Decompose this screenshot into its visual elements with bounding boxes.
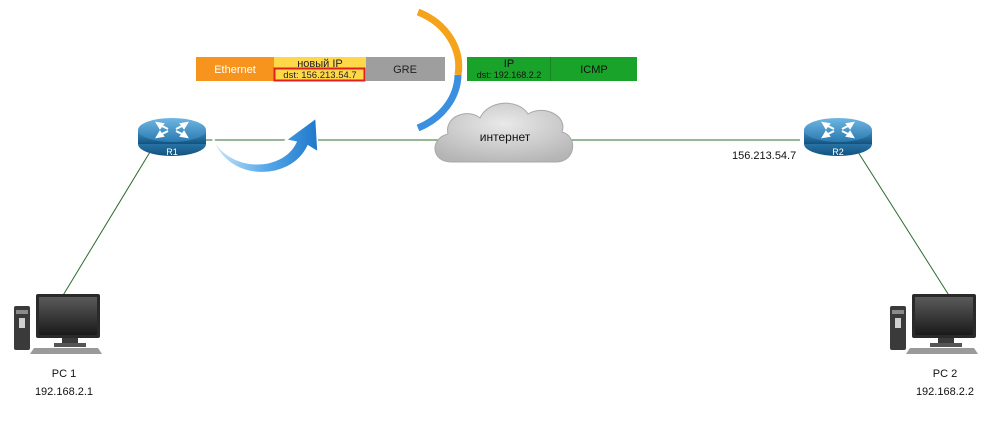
ip-dst-label: dst: 192.168.2.2 <box>477 70 542 80</box>
new-ip-label: новый IP <box>297 58 343 70</box>
pc1-desktop-computer-icon <box>14 294 102 354</box>
separator-arc-bottom <box>416 74 462 132</box>
outer-packet: Ethernet новый IP dst: 156.213.54.7 GRE <box>196 57 445 82</box>
router-r2-label: R2 <box>832 147 844 157</box>
inner-packet: IP dst: 192.168.2.2 ICMP <box>467 57 637 81</box>
pc2-desktop-computer-icon <box>890 294 978 354</box>
icmp-segment <box>551 57 637 81</box>
curved-arrow-icon <box>211 116 319 174</box>
gre-segment <box>366 57 445 81</box>
ip-segment <box>467 57 551 81</box>
new-ip-dst-label: dst: 156.213.54.7 <box>283 70 356 81</box>
ip-label: IP <box>504 58 514 70</box>
router-arrows-icon <box>155 121 189 139</box>
router-r2-ip: 156.213.54.7 <box>732 150 796 162</box>
pc1-name: PC 1 <box>52 368 76 380</box>
router-r1-label: R1 <box>166 147 178 157</box>
ethernet-label: Ethernet <box>214 64 256 76</box>
router-r2 <box>804 118 872 156</box>
link-r1-pc1 <box>61 151 151 298</box>
router-arrows-icon <box>821 121 855 139</box>
ethernet-segment <box>196 57 274 81</box>
router-r1 <box>138 118 206 156</box>
link-r2-pc2 <box>857 151 951 298</box>
gre-label: GRE <box>393 64 417 76</box>
icmp-label: ICMP <box>580 64 608 76</box>
separator-arc-top <box>416 8 463 76</box>
new-ip-dst-highlight <box>273 67 366 82</box>
pc1-ip: 192.168.2.1 <box>35 386 93 398</box>
cloud-label: интернет <box>480 130 531 144</box>
pc2-ip: 192.168.2.2 <box>916 386 974 398</box>
pc2-name: PC 2 <box>933 368 957 380</box>
cloud-icon <box>434 102 573 163</box>
